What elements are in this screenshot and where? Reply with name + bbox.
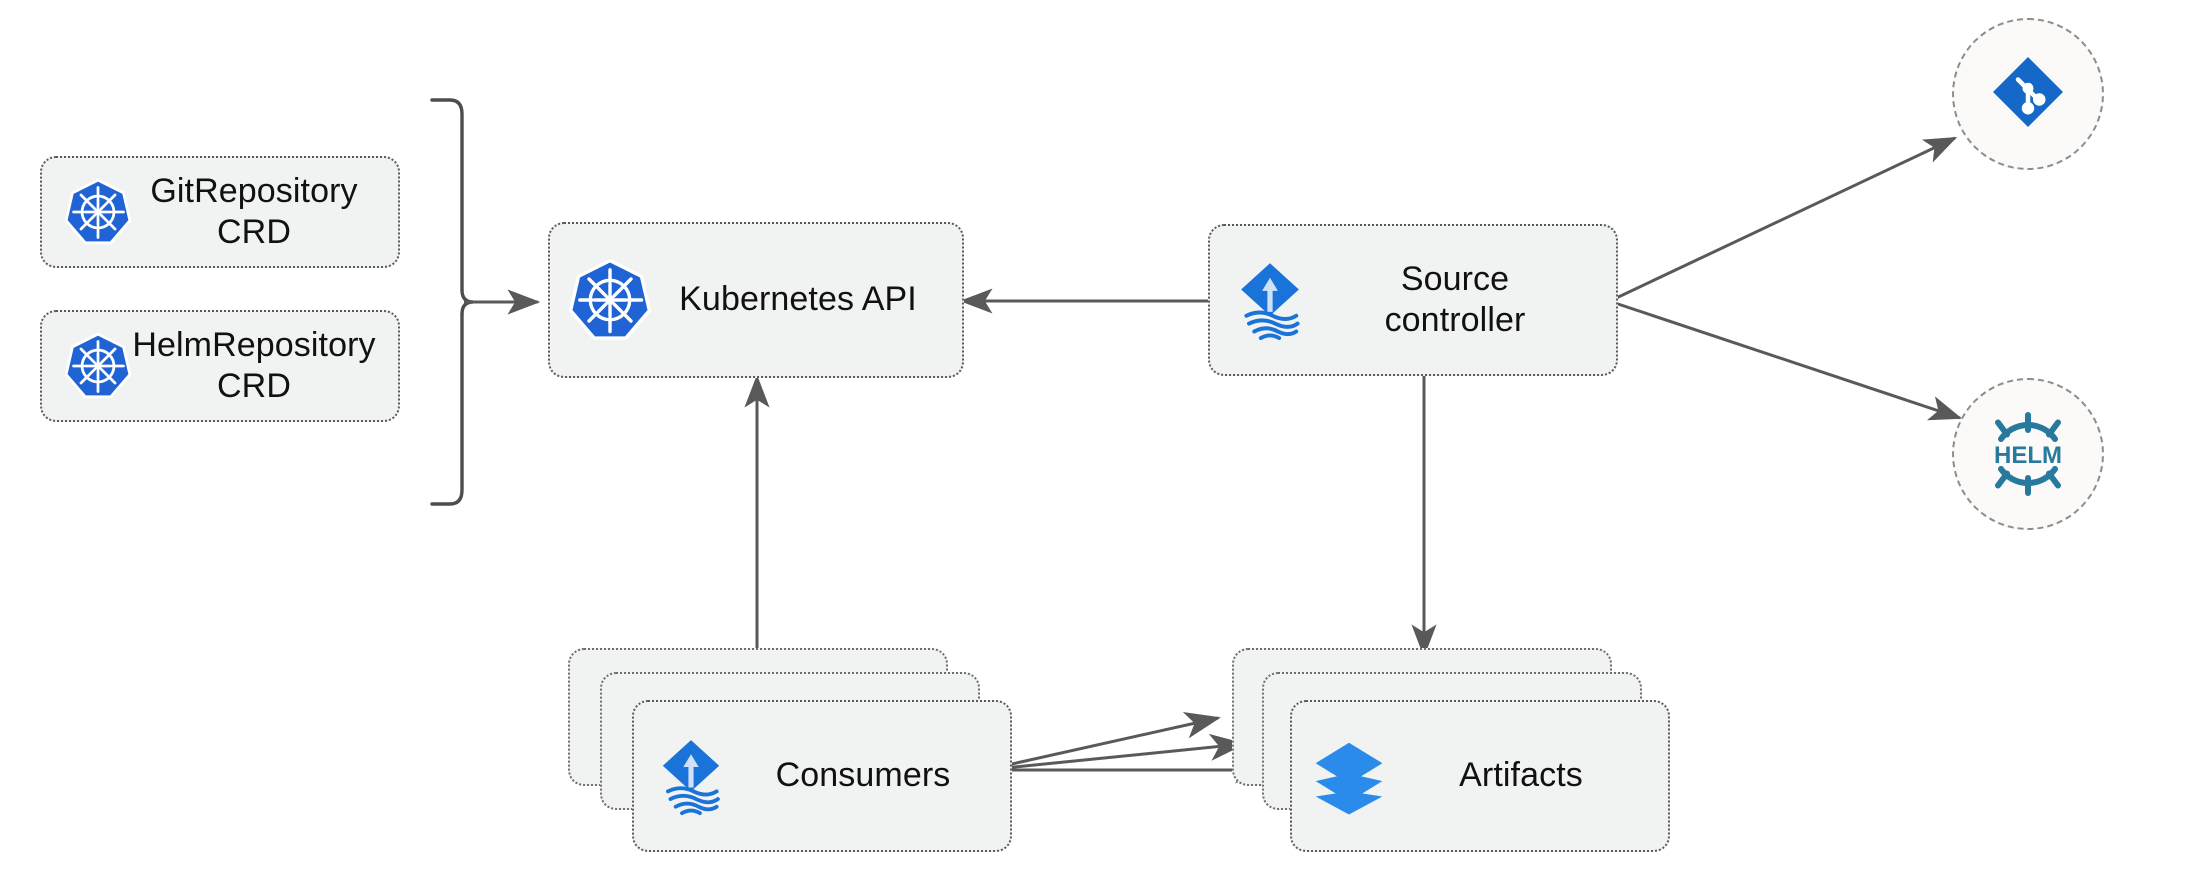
node-label-gitrepository-crd: GitRepository CRD <box>150 171 358 251</box>
node-label-artifacts: Artifacts <box>1459 756 1583 795</box>
edge-source-controller-to-helm <box>1611 300 1963 421</box>
layers-icon <box>1308 735 1390 817</box>
edge-consumers-to-artifacts-top <box>984 712 1221 772</box>
helm-wordmark: HELM <box>1994 442 2062 469</box>
kubernetes-icon <box>568 258 652 342</box>
node-helmrepository-crd[interactable]: HelmRepository CRD <box>40 310 400 422</box>
node-source-controller[interactable]: Source controller <box>1208 224 1618 376</box>
node-label-source-controller: Source controller <box>1384 259 1526 339</box>
node-label-kubernetes-api: Kubernetes API <box>679 280 917 319</box>
node-consumers[interactable]: Consumers <box>632 700 1012 852</box>
crd-brace <box>430 98 474 506</box>
node-label-helmrepository-crd: HelmRepository CRD <box>132 325 376 405</box>
node-kubernetes-api[interactable]: Kubernetes API <box>548 222 964 378</box>
node-git-source[interactable] <box>1952 18 2104 170</box>
flux-icon <box>650 735 732 817</box>
kubernetes-icon <box>64 332 132 400</box>
flux-icon <box>1228 258 1312 342</box>
node-helm-source[interactable]: HELM <box>1952 378 2104 530</box>
helm-icon: HELM <box>1980 406 2076 502</box>
edge-consumers-to-artifacts-mid <box>984 733 1246 772</box>
kubernetes-icon <box>64 178 132 246</box>
node-gitrepository-crd[interactable]: GitRepository CRD <box>40 156 400 268</box>
node-artifacts[interactable]: Artifacts <box>1290 700 1670 852</box>
git-icon <box>1988 52 2068 137</box>
node-label-consumers: Consumers <box>775 756 951 795</box>
edge-source-controller-to-git <box>1611 136 1958 302</box>
